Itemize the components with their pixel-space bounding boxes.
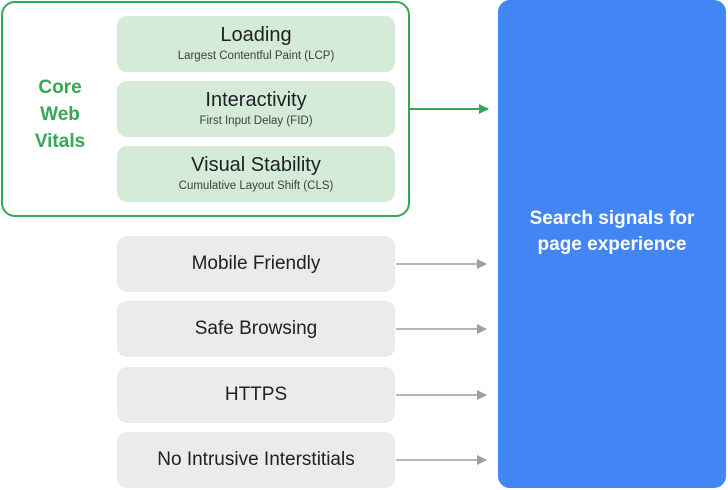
cwv-label-line: Core (38, 77, 82, 98)
cwv-label-line: Web (40, 104, 80, 125)
metric-subtitle: First Input Delay (FID) (199, 115, 313, 127)
metric-subtitle: Largest Contentful Paint (LCP) (177, 50, 335, 62)
page-experience-signals-box: Search signals for page experience (498, 0, 726, 488)
metric-name: Interactivity (205, 89, 307, 111)
result-label: Search signals for page experience (529, 208, 695, 255)
metric-subtitle: Cumulative Layout Shift (CLS) (178, 180, 334, 192)
metric-loading: Loading Largest Contentful Paint (LCP) (117, 16, 395, 72)
core-web-vitals-label: Core Web Vitals (14, 74, 106, 155)
metric-name: Visual Stability (191, 154, 321, 176)
metric-visual-stability: Visual Stability Cumulative Layout Shift… (117, 146, 395, 202)
signal-mobile-friendly: Mobile Friendly (117, 236, 395, 292)
metric-name: Loading (220, 24, 292, 46)
metric-interactivity: Interactivity First Input Delay (FID) (117, 81, 395, 137)
cwv-label-line: Vitals (34, 131, 86, 152)
signal-https: HTTPS (117, 367, 395, 423)
signal-safe-browsing: Safe Browsing (117, 301, 395, 357)
signal-no-intrusive-interstitials: No Intrusive Interstitials (117, 432, 395, 488)
